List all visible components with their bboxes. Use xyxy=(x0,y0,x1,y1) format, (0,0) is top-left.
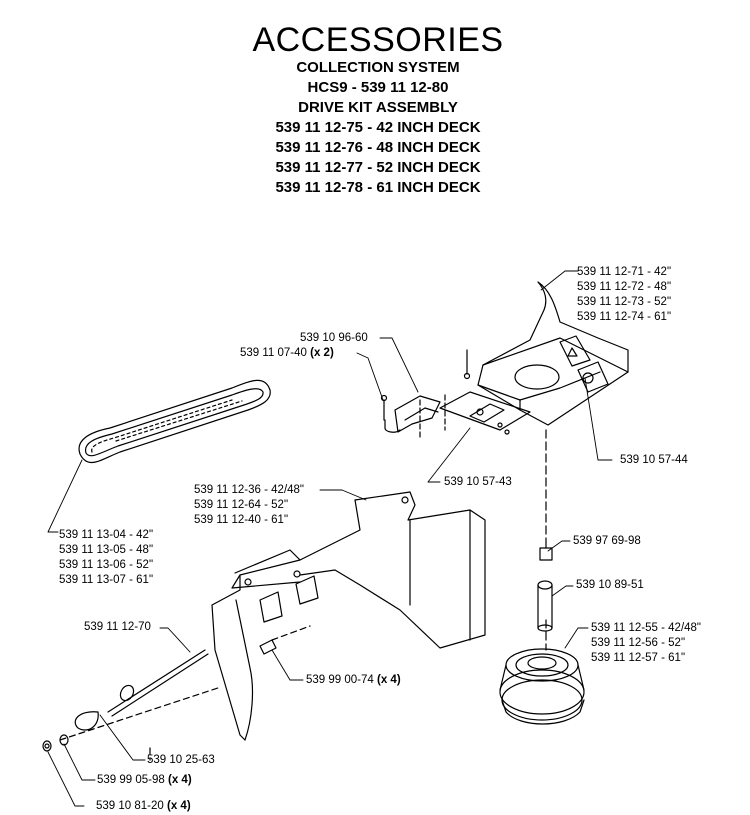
part-number: 539 11 13-07 - 61" xyxy=(59,574,154,586)
cover-drawing xyxy=(477,281,629,426)
washer-label: 539 99 05-98 (x 4) xyxy=(97,773,192,788)
part-number: 539 11 12-72 - 48" xyxy=(577,281,672,293)
drive-belt-drawing xyxy=(78,379,271,464)
part-number: 539 11 13-04 - 42" xyxy=(59,529,154,541)
decal-plate-drawing xyxy=(439,391,531,435)
subtitle-line: 539 11 12-77 - 52 INCH DECK xyxy=(275,159,481,176)
part-number: 539 11 12-55 - 42/48" xyxy=(591,622,702,634)
bolt-drawing xyxy=(539,537,553,561)
part-number: 539 10 81-20 xyxy=(96,800,164,812)
part-number: 539 11 12-64 - 52" xyxy=(194,499,289,511)
part-number: 539 11 12-56 - 52" xyxy=(591,637,686,649)
cover-label: 539 11 12-71 - 42" 539 11 12-72 - 48" 53… xyxy=(577,265,671,325)
part-number: 539 11 12-57 - 61" xyxy=(591,652,686,664)
nut-label: 539 10 81-20 (x 4) xyxy=(96,799,191,814)
latch-drawing xyxy=(380,349,471,441)
bolt-label: 539 97 69-98 xyxy=(573,535,641,547)
subtitle-line: 539 11 12-78 - 61 INCH DECK xyxy=(275,179,481,196)
spring-label: 539 10 25-63 xyxy=(147,754,215,766)
pulley-label: 539 11 12-55 - 42/48" 539 11 12-56 - 52"… xyxy=(591,621,701,666)
belt-label: 539 11 13-04 - 42" 539 11 13-05 - 48" 53… xyxy=(59,528,153,588)
bracket-drawing xyxy=(211,491,486,741)
screw-label: 539 99 00-74 (x 4) xyxy=(306,673,401,688)
part-number: 539 11 07-40 xyxy=(240,347,307,359)
part-number: 539 11 13-05 - 48" xyxy=(59,544,154,556)
page-title: ACCESSORIES xyxy=(252,21,504,59)
part-number: 539 99 00-74 xyxy=(306,674,374,686)
latch-label: 539 10 96-60 xyxy=(300,332,368,344)
leader-lines xyxy=(47,270,613,807)
part-number: 539 11 12-74 - 61" xyxy=(577,311,672,323)
part-number: 539 11 12-73 - 52" xyxy=(577,296,672,308)
spacer-label: 539 10 89-51 xyxy=(576,579,644,591)
part-number: 539 99 05-98 xyxy=(97,774,165,786)
subtitle-line: COLLECTION SYSTEM xyxy=(296,59,460,76)
pulley-drawing xyxy=(499,648,585,725)
quantity: (x 4) xyxy=(168,774,192,786)
pin-label: 539 11 07-40 (x 2) xyxy=(240,346,334,361)
quantity: (x 2) xyxy=(310,347,334,359)
part-number: 539 11 12-36 - 42/48" xyxy=(194,484,305,496)
part-number: 539 11 12-40 - 61" xyxy=(194,514,289,526)
subtitle-line: 539 11 12-76 - 48 INCH DECK xyxy=(275,139,481,156)
subtitle-line: 539 11 12-75 - 42 INCH DECK xyxy=(275,119,481,136)
part-number: 539 11 12-71 - 42" xyxy=(577,266,672,278)
quantity: (x 4) xyxy=(377,674,401,686)
part-number: 539 11 13-06 - 52" xyxy=(59,559,154,571)
spacer-drawing xyxy=(537,580,553,632)
subtitle-line: HCS9 - 539 11 12-80 xyxy=(307,79,449,96)
subtitle-line: DRIVE KIT ASSEMBLY xyxy=(298,99,458,116)
header: ACCESSORIES COLLECTION SYSTEM HCS9 - 539… xyxy=(0,22,750,198)
rod-label: 539 11 12-70 xyxy=(84,621,151,633)
bracket-label: 539 11 12-36 - 42/48" 539 11 12-64 - 52"… xyxy=(194,483,304,528)
decal-44-label: 539 10 57-44 xyxy=(620,454,688,466)
decal-43-label: 539 10 57-43 xyxy=(444,476,512,488)
rod-drawing xyxy=(59,649,219,761)
quantity: (x 4) xyxy=(167,800,191,812)
